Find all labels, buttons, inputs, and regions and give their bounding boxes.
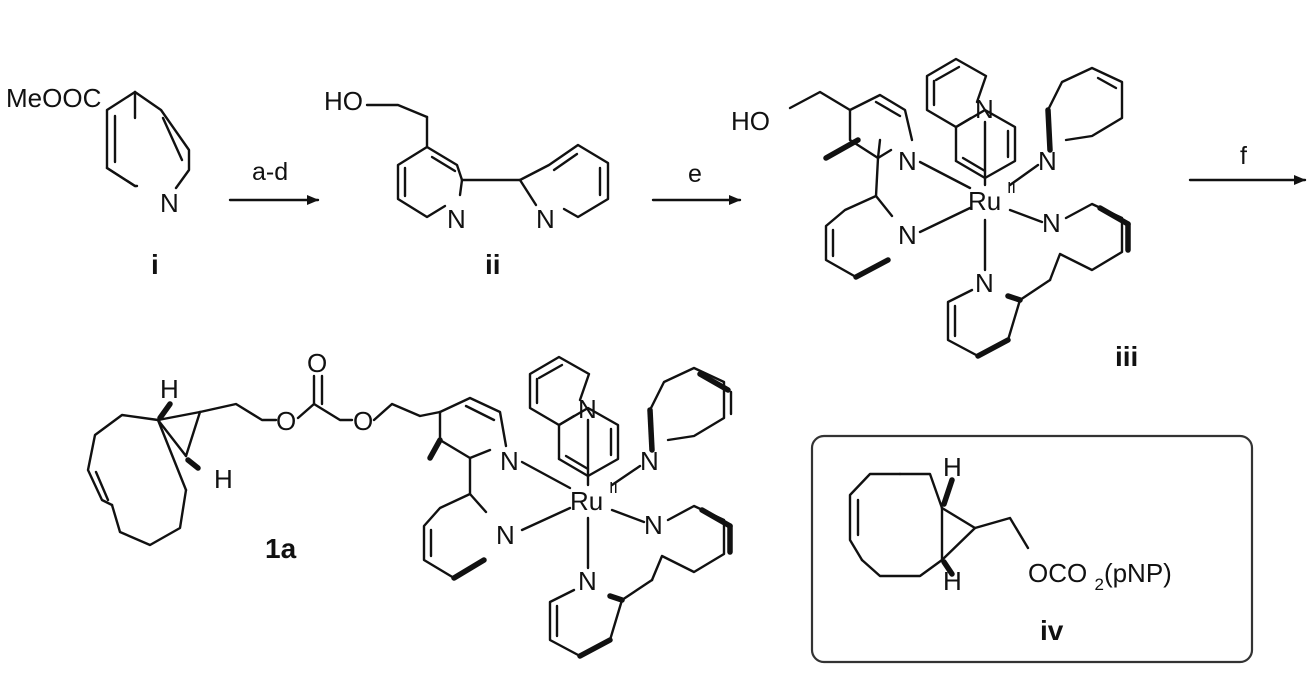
cyclopropyl-h-2: H <box>214 464 233 494</box>
reaction-arrow-2: e <box>651 160 742 205</box>
reaction-arrow-1: a-d <box>228 158 320 205</box>
ruthenium-center: Ru <box>570 486 603 516</box>
pnp-carbonate-group: OCO 2(pNP) <box>1028 558 1172 594</box>
hydroxyl-label: HO <box>324 86 363 116</box>
carbonate-text: OCO <box>1028 558 1087 588</box>
hydroxyl-label: HO <box>731 106 770 136</box>
reagent-box <box>810 434 1254 664</box>
compound-label-i: i <box>151 249 159 280</box>
cyclopropyl-h-2: H <box>943 566 962 596</box>
compound-label-iv: iv <box>1040 615 1064 646</box>
compound-label-ii: ii <box>485 249 501 280</box>
pyridine-nitrogen: N <box>160 188 179 218</box>
bipyridine-nitrogen-1: N <box>447 204 466 234</box>
ligand-nitrogen-5: N <box>644 510 663 540</box>
carbonate-o-3: O <box>353 406 373 436</box>
compound-i: MeOOC N i <box>6 83 191 280</box>
ligand-nitrogen-6: N <box>578 566 597 596</box>
subscript-digit: 2 <box>1094 575 1103 594</box>
condition-a-d: a-d <box>252 158 288 186</box>
ester-group-label: MeOOC <box>6 83 101 113</box>
ligand-nitrogen-1: N <box>898 146 917 176</box>
ligand-nitrogen-3: N <box>975 94 994 124</box>
oxidation-state: II <box>609 480 618 497</box>
ligand-nitrogen-1: N <box>500 446 519 476</box>
ligand-nitrogen-5: N <box>1042 208 1061 238</box>
compound-label-iii: iii <box>1115 341 1138 372</box>
compound-iv-box: H H OCO 2(pNP) iv <box>810 434 1254 664</box>
bipyridine-nitrogen-2: N <box>536 204 555 234</box>
compound-1a: H H O O O N N Ru II N N <box>86 348 733 659</box>
compound-iii: HO N N Ru II N N N N iii <box>731 57 1138 372</box>
cyclopropyl-h-1: H <box>160 374 179 404</box>
ruthenium-center: Ru <box>968 186 1001 216</box>
compound-label-1a: 1a <box>265 533 297 564</box>
oxidation-state: II <box>1007 180 1016 197</box>
formula-remainder: (pNP) <box>1104 558 1172 588</box>
condition-f: f <box>1240 142 1247 170</box>
ligand-nitrogen-4: N <box>1038 146 1057 176</box>
ligand-nitrogen-4: N <box>640 446 659 476</box>
ligand-nitrogen-3: N <box>578 394 597 424</box>
condition-e: e <box>688 160 702 188</box>
compound-ii: HO N N ii <box>324 86 610 280</box>
reaction-arrow-3: f <box>1188 142 1307 185</box>
ligand-nitrogen-6: N <box>975 268 994 298</box>
cyclopropyl-h-1: H <box>943 452 962 482</box>
ligand-nitrogen-2: N <box>496 520 515 550</box>
ligand-nitrogen-2: N <box>898 220 917 250</box>
carbonate-o-2: O <box>307 348 327 378</box>
carbonate-o-1: O <box>276 406 296 436</box>
